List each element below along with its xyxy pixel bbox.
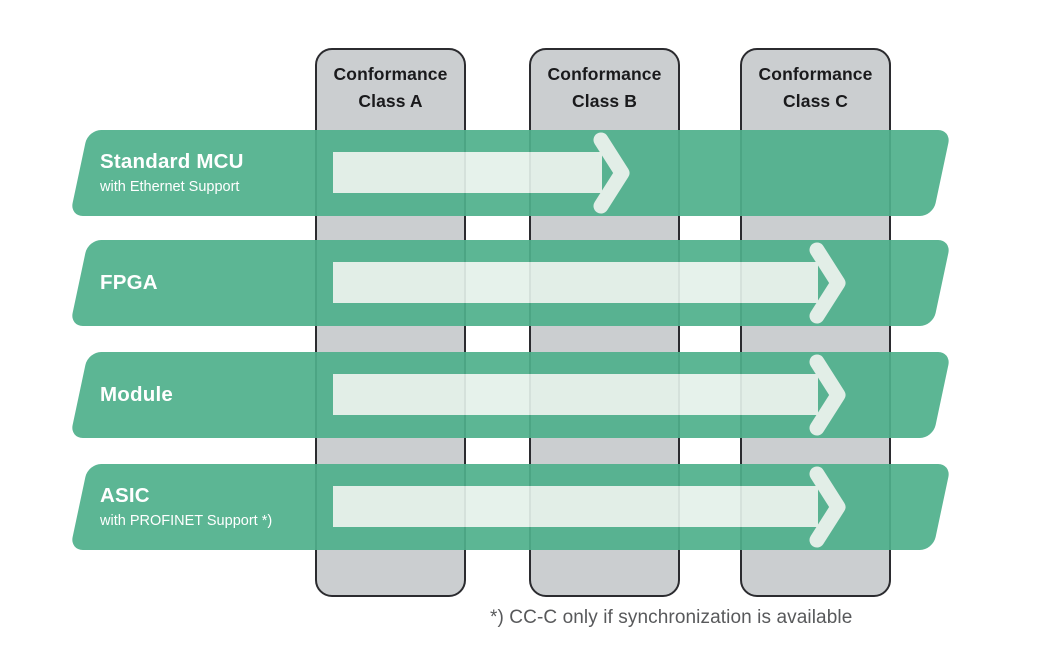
- column-label: Conformance Class B: [547, 64, 662, 111]
- arrow-head-icon: [809, 466, 846, 548]
- progress-arrow-shaft: [333, 152, 602, 193]
- platform-title: Standard MCU: [100, 150, 244, 173]
- arrow-head-icon: [593, 132, 630, 214]
- platform-title: ASIC: [100, 484, 150, 507]
- platform-subtitle: with PROFINET Support *): [100, 513, 273, 529]
- platform-label: ASIC with PROFINET Support *): [100, 464, 272, 550]
- progress-arrow-shaft: [333, 262, 818, 303]
- platform-label: FPGA: [100, 240, 158, 326]
- platform-row-module: Module: [69, 352, 952, 438]
- platform-label: Standard MCU with Ethernet Support: [100, 130, 244, 216]
- column-label: Conformance Class C: [758, 64, 873, 111]
- progress-arrow-shaft: [333, 374, 818, 415]
- platform-row-asic: ASIC with PROFINET Support *): [69, 464, 952, 550]
- footnote: *) CC-C only if synchronization is avail…: [490, 607, 853, 628]
- column-label: Conformance Class A: [333, 64, 448, 111]
- progress-arrow-shaft: [333, 486, 818, 527]
- arrow-head-icon: [809, 354, 846, 436]
- arrow-head-icon: [809, 242, 846, 324]
- platform-subtitle: with Ethernet Support: [100, 179, 240, 195]
- platform-title: FPGA: [100, 271, 158, 294]
- platform-label: Module: [100, 352, 173, 438]
- platform-title: Module: [100, 383, 173, 406]
- platform-row-standard-mcu: Standard MCU with Ethernet Support: [69, 130, 952, 216]
- platform-row-fpga: FPGA: [69, 240, 952, 326]
